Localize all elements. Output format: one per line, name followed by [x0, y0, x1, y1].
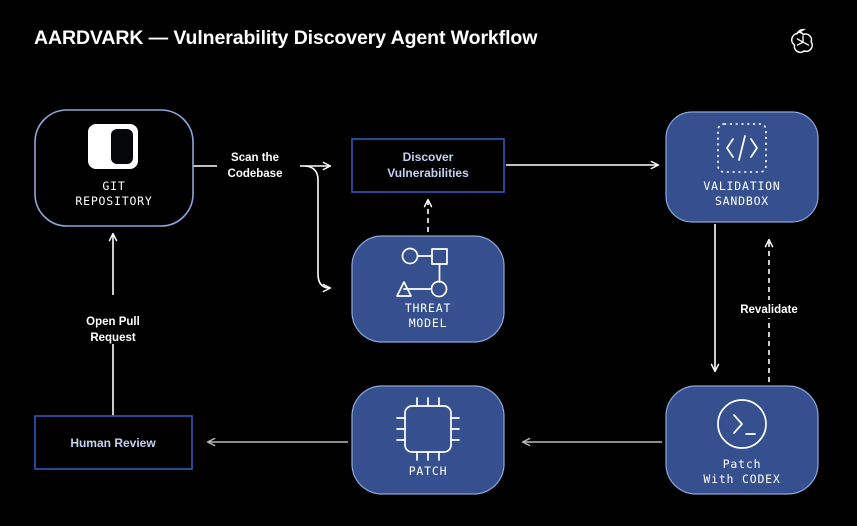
code-brackets-sandbox-icon	[717, 123, 767, 173]
edge-git-to-threat-model	[304, 165, 332, 293]
node-git-repository[interactable]: GIT REPOSITORY	[34, 109, 194, 227]
edge-label-open-pull-request: Open Pull	[86, 316, 140, 328]
node-label-git-line1: GIT	[102, 179, 125, 193]
node-label-codex-line1: Patch	[723, 457, 762, 471]
svg-text:Codebase: Codebase	[228, 168, 283, 180]
node-threat-model[interactable]: THREAT MODEL	[351, 235, 505, 343]
node-label-human-review: Human Review	[70, 436, 156, 450]
node-label-threat-line1: THREAT	[405, 301, 451, 315]
node-label-discover-line2: Vulnerabilities	[387, 166, 469, 180]
node-label-discover-line1: Discover	[403, 150, 454, 164]
edge-codex-revalidate: Revalidate Revalidate	[728, 238, 812, 382]
openai-logo-icon	[785, 24, 821, 60]
page-title: AARDVARK — Vulnerability Discovery Agent…	[34, 27, 538, 49]
node-patch[interactable]: PATCH	[351, 385, 505, 495]
svg-text:Revalidate: Revalidate	[740, 304, 798, 316]
repository-book-icon	[88, 124, 138, 169]
node-label-validation-line2: SANDBOX	[715, 194, 769, 208]
edge-git-to-discover: Scan the Codebase	[193, 152, 332, 180]
node-label-git-line2: REPOSITORY	[75, 194, 152, 208]
cpu-chip-icon	[396, 397, 460, 461]
node-discover-vulnerabilities[interactable]: Discover Vulnerabilities	[351, 138, 505, 193]
terminal-prompt-icon	[717, 399, 767, 449]
threat-graph-icon	[396, 247, 448, 298]
node-validation-sandbox[interactable]: VALIDATION SANDBOX	[665, 111, 819, 223]
node-label-threat-line2: MODEL	[409, 316, 448, 330]
node-label-codex-line2: With CODEX	[703, 472, 780, 486]
svg-text:Request: Request	[90, 332, 136, 344]
node-patch-with-codex[interactable]: Patch With CODEX	[665, 385, 819, 495]
node-label-validation-line1: VALIDATION	[703, 179, 780, 193]
node-label-patch: PATCH	[409, 464, 448, 478]
node-human-review[interactable]: Human Review	[34, 415, 193, 470]
edge-label-scan-codebase: Scan the	[231, 152, 279, 164]
edge-human-review-to-git: Open Pull Request	[86, 232, 140, 416]
